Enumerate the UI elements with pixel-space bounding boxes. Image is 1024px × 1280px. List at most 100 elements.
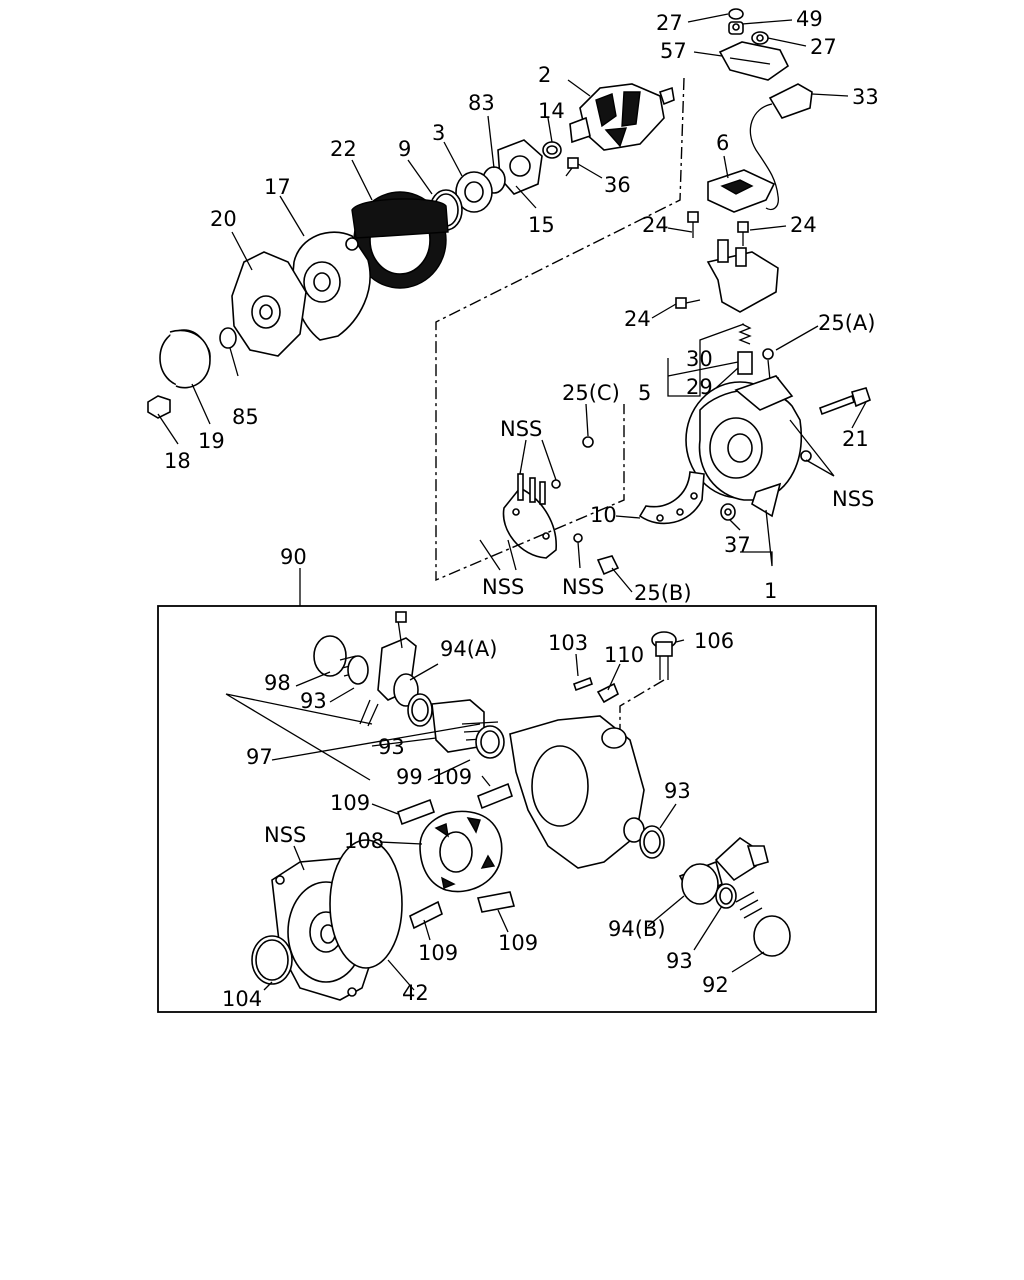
pump-housing bbox=[509, 715, 645, 869]
part-labels: 27 49 27 57 33 2 83 14 22 9 3 36 15 17 2… bbox=[164, 7, 879, 1011]
label-15: 15 bbox=[528, 213, 555, 237]
label-2: 2 bbox=[538, 63, 551, 87]
label-29: 29 bbox=[686, 375, 713, 399]
spring-30 bbox=[738, 323, 752, 345]
label-6: 6 bbox=[716, 131, 729, 155]
oring-93-mid bbox=[407, 693, 433, 727]
valve-body-94a bbox=[377, 611, 419, 707]
label-nss-5: NSS bbox=[264, 823, 306, 847]
label-97: 97 bbox=[246, 745, 273, 769]
oring-93-upper bbox=[347, 655, 369, 685]
label-93-b: 93 bbox=[378, 735, 405, 759]
label-3: 3 bbox=[432, 121, 445, 145]
bushing-37 bbox=[720, 503, 736, 521]
label-25b: 25(B) bbox=[634, 581, 692, 605]
label-49: 49 bbox=[796, 7, 823, 31]
label-9: 9 bbox=[398, 137, 411, 161]
screw-36 bbox=[565, 157, 579, 177]
label-24-right: 24 bbox=[790, 213, 817, 237]
leader-lines bbox=[157, 13, 867, 991]
label-5: 5 bbox=[638, 381, 651, 405]
label-25c: 25(C) bbox=[562, 381, 620, 405]
label-25a: 25(A) bbox=[818, 311, 875, 335]
regulator-6 bbox=[707, 169, 776, 213]
label-37: 37 bbox=[724, 533, 751, 557]
nss-bracket bbox=[502, 473, 557, 559]
union-99 bbox=[431, 699, 501, 753]
subassembly-90-box bbox=[157, 605, 877, 1013]
assembly-line-upper bbox=[435, 77, 685, 582]
label-10: 10 bbox=[590, 503, 617, 527]
vane-109-a bbox=[396, 798, 436, 826]
label-83: 83 bbox=[468, 91, 495, 115]
vane-109-d bbox=[476, 891, 516, 913]
nut-27-top bbox=[728, 8, 744, 20]
label-93-c: 93 bbox=[664, 779, 691, 803]
label-108: 108 bbox=[344, 829, 384, 853]
label-24-lower: 24 bbox=[624, 307, 651, 331]
label-22: 22 bbox=[330, 137, 357, 161]
oring-93-lower-right bbox=[639, 825, 665, 859]
stator-22 bbox=[351, 191, 449, 289]
nut-49 bbox=[728, 21, 744, 35]
label-104: 104 bbox=[222, 987, 262, 1011]
pipe-97 bbox=[359, 699, 379, 727]
label-19: 19 bbox=[198, 429, 225, 453]
label-109-b: 109 bbox=[330, 791, 370, 815]
label-36: 36 bbox=[604, 173, 631, 197]
rectifier-10 bbox=[638, 471, 705, 525]
label-109-d: 109 bbox=[498, 931, 538, 955]
nss-nut-right bbox=[800, 450, 812, 462]
elbow-94b bbox=[678, 836, 769, 905]
vane-109-b bbox=[477, 782, 513, 810]
front-housing-17 bbox=[292, 231, 371, 341]
label-93-d: 93 bbox=[666, 949, 693, 973]
label-30: 30 bbox=[686, 347, 713, 371]
oring-93-bottom bbox=[715, 883, 737, 909]
label-103: 103 bbox=[548, 631, 588, 655]
bearing-3 bbox=[455, 171, 493, 213]
label-93-a: 93 bbox=[300, 689, 327, 713]
label-94a: 94(A) bbox=[440, 637, 497, 661]
screw-24-left bbox=[687, 211, 699, 238]
ring-14 bbox=[542, 141, 562, 159]
rear-housing-1 bbox=[685, 375, 802, 518]
nss-nut-lower bbox=[573, 533, 583, 543]
label-33: 33 bbox=[852, 85, 879, 109]
screw-24-right bbox=[737, 221, 749, 246]
label-24-left: 24 bbox=[642, 213, 669, 237]
label-99: 99 bbox=[396, 765, 423, 789]
label-92: 92 bbox=[702, 973, 729, 997]
fan-20 bbox=[231, 251, 307, 357]
label-109-c: 109 bbox=[418, 941, 458, 965]
label-106: 106 bbox=[694, 629, 734, 653]
label-90: 90 bbox=[280, 545, 307, 569]
nut-18 bbox=[147, 395, 171, 419]
vane-109-c bbox=[409, 900, 443, 930]
nss-nut-upper bbox=[551, 479, 561, 489]
label-94b: 94(B) bbox=[608, 917, 666, 941]
label-57: 57 bbox=[660, 39, 687, 63]
label-20: 20 bbox=[210, 207, 237, 231]
bolt-106 bbox=[651, 631, 677, 680]
label-nss-4: NSS bbox=[562, 575, 604, 599]
rotor-108 bbox=[419, 810, 503, 893]
key-103 bbox=[572, 676, 594, 692]
assembly-line-box bbox=[619, 679, 665, 730]
screw-24-lower bbox=[675, 297, 701, 309]
label-85: 85 bbox=[232, 405, 259, 429]
connector-33 bbox=[749, 83, 813, 211]
label-42: 42 bbox=[402, 981, 429, 1005]
label-nss-3: NSS bbox=[482, 575, 524, 599]
brush-29 bbox=[737, 351, 753, 375]
oring-93-right bbox=[475, 725, 505, 759]
oring-104 bbox=[251, 935, 293, 985]
fitting-110 bbox=[596, 682, 620, 704]
nut-25c bbox=[582, 436, 594, 448]
spacer-85 bbox=[219, 327, 237, 349]
nut-27-right bbox=[751, 31, 769, 45]
label-110: 110 bbox=[604, 643, 644, 667]
through-bolt-21 bbox=[818, 387, 871, 416]
oring-42 bbox=[329, 839, 403, 969]
